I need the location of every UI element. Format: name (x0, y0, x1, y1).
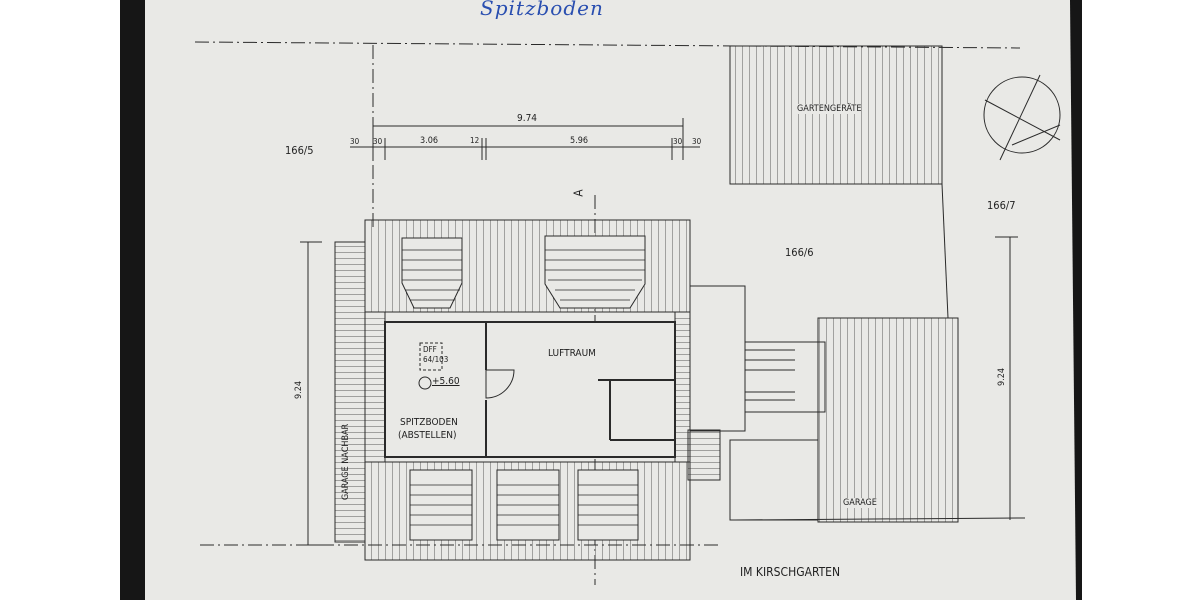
dim-left-wall-inner: 30 (373, 137, 383, 146)
label-street: IM KIRSCHGARTEN (740, 565, 841, 579)
window-tag-size: 64/103 (423, 355, 449, 364)
dim-depth-left: 9.24 (294, 380, 305, 400)
dim-right-wall: 30 (692, 137, 702, 146)
dim-room-left: 3.06 (420, 136, 439, 146)
dim-depth-right: 9.24 (997, 367, 1008, 387)
label-garage-nachbar: GARAGE NACHBAR (341, 423, 352, 501)
parcel-right: 166/7 (987, 199, 1016, 212)
room-spitzboden: SPITZBODEN (400, 417, 458, 428)
dim-room-right: 5.96 (570, 136, 589, 146)
section-marker: A (571, 189, 586, 197)
parcel-center: 166/6 (785, 246, 814, 259)
dim-total-width: 9.74 (517, 113, 538, 124)
level-marker: +5.60 (432, 376, 460, 387)
room-luftraum: LUFTRAUM (548, 348, 596, 359)
dim-left-wall: 30 (350, 137, 360, 146)
dim-partition: 12 (470, 136, 480, 145)
label-gartengeraete: GARTENGERÄTE (797, 104, 862, 114)
dim-right-wall-inner: 30 (673, 137, 683, 146)
label-garage: GARAGE (843, 498, 877, 508)
parcel-left: 166/5 (285, 144, 314, 157)
room-spitzboden-sub: (ABSTELLEN) (398, 430, 457, 441)
window-tag-type: DFF (423, 345, 437, 354)
handwritten-title: Spitzboden (480, 0, 604, 20)
